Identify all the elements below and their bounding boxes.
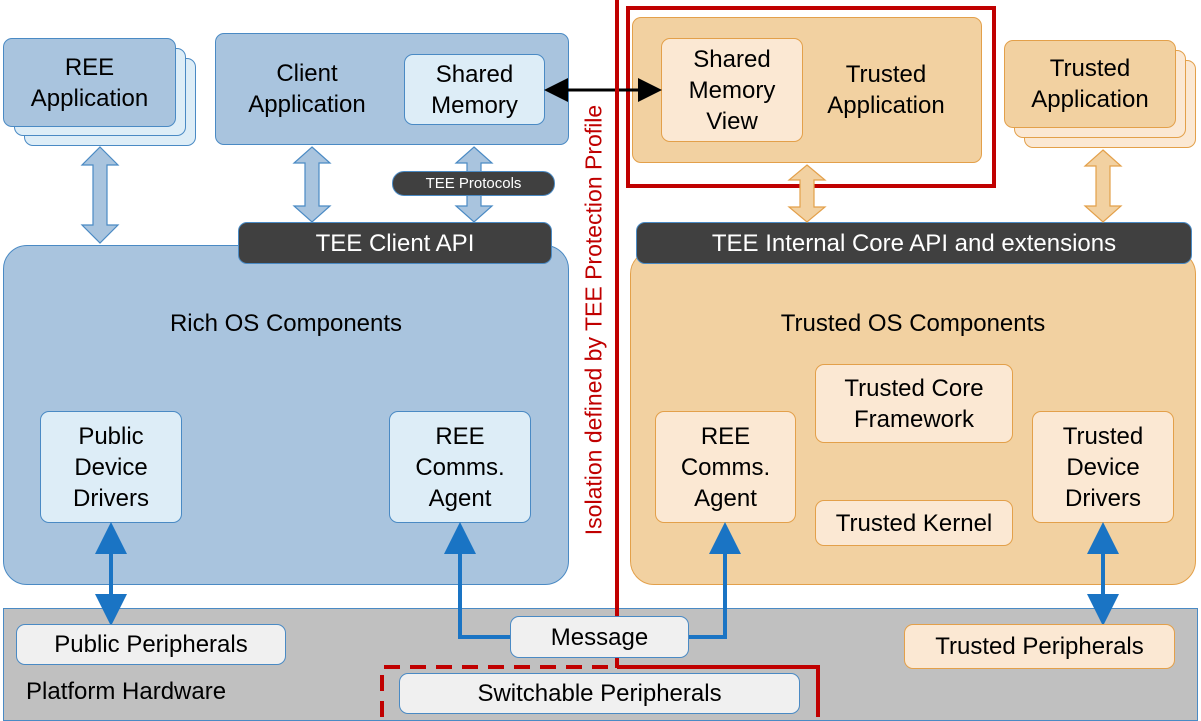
tee-protocols: TEE Protocols	[392, 171, 555, 196]
client-application-label: Client Application	[248, 60, 366, 118]
tee-internal-core-api: TEE Internal Core API and extensions	[636, 222, 1192, 264]
trusted-kernel: Trusted Kernel	[815, 500, 1013, 546]
trusted-application-main-label: Trusted Application	[827, 61, 945, 119]
trusted-os-title: Trusted OS Components	[780, 310, 1046, 337]
public-peripherals: Public Peripherals	[16, 624, 286, 665]
ree-app-arrow	[80, 146, 120, 244]
shared-memory-view: Shared Memory View	[661, 38, 803, 142]
ta-main-arrow	[787, 164, 827, 223]
tee-client-api: TEE Client API	[238, 222, 552, 264]
switchable-boundary-solid	[617, 665, 820, 717]
trusted-core-framework: Trusted Core Framework	[815, 364, 1013, 443]
trusted-device-drivers: Trusted Device Drivers	[1032, 411, 1174, 523]
rich-os-title: Rich OS Components	[169, 310, 403, 337]
shared-memory: Shared Memory	[404, 54, 545, 125]
trusted-peripherals: Trusted Peripherals	[904, 624, 1175, 669]
public-device-drivers: Public Device Drivers	[40, 411, 182, 523]
ree-agent-message-link	[444, 522, 510, 639]
ree-comms-agent-rich: REE Comms. Agent	[389, 411, 531, 523]
switchable-peripherals: Switchable Peripherals	[399, 673, 800, 714]
platform-hardware-label: Platform Hardware	[26, 678, 227, 705]
trusted-application-side: Trusted Application	[1004, 40, 1176, 128]
message: Message	[510, 616, 689, 658]
message-trusted-agent-link	[689, 522, 741, 639]
ta-side-arrow	[1083, 149, 1123, 223]
isolation-label: Isolation defined by TEE Protection Prof…	[580, 104, 607, 536]
client-app-arrow	[292, 146, 332, 223]
ree-application: REE Application	[3, 38, 176, 127]
